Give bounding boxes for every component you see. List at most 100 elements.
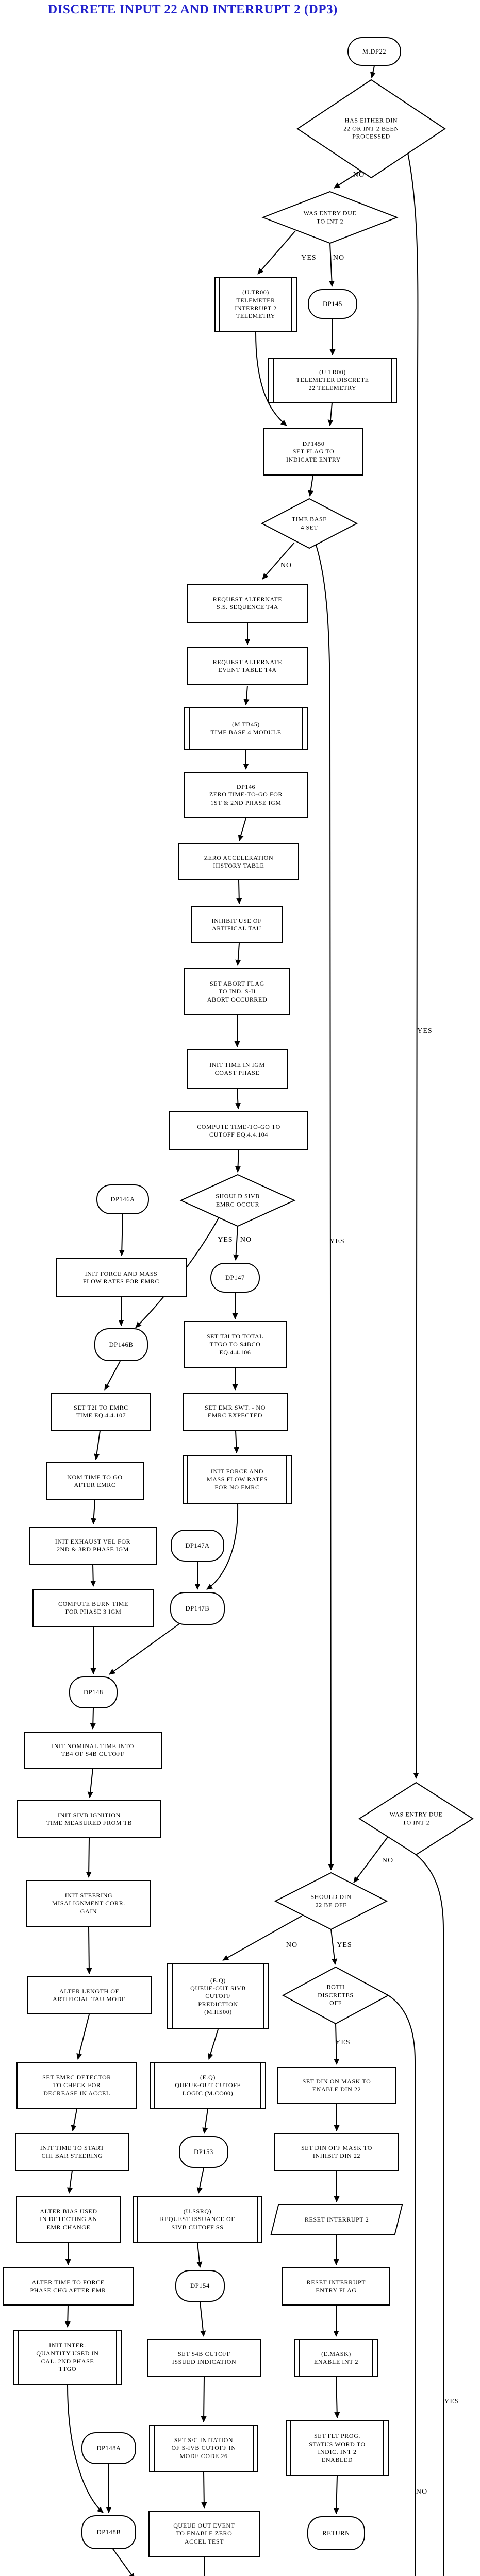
edge-n05-n06 [327,402,334,426]
decision-should-sivb-emrc: SHOULD SIVB EMRC OCCUR [216,1192,260,1208]
process-set-din-off-mask-inhibit: SET DIN OFF MASK TO INHIBIT DIN 22 [274,2133,399,2171]
terminal-dp146a: DP146A [96,1184,149,1214]
branch-label-d2-yes: YES [301,254,317,262]
predef-sc-initation-sivb-cutoff: SET S/C INITATION OF S-IVB CUTOFF IN MOD… [149,2425,258,2472]
edge-n16-d4 [235,1150,241,1173]
terminal-dp147a: DP147A [171,1530,224,1562]
decision-was-entry-int2-right-shape [358,1782,474,1856]
edge-n54-n57 [334,2377,340,2418]
process-alter-time-force-phase-chg: ALTER TIME TO FORCE PHASE CHG AFTER EMR [3,2267,134,2306]
terminal-dp148: DP148 [69,1676,118,1708]
branch-label-d7-no: NO [416,2488,428,2496]
branch-label-d5-yes: YES [444,2398,459,2405]
edge-n44-n47 [196,2167,204,2194]
predef-init-inter-quantity: INIT INTER. QUANTITY USED IN CAL. 2ND PH… [13,2330,122,2385]
decision-both-discretes-off-shape [282,1966,390,2025]
edge-n21-n23 [104,1361,121,1391]
decision-should-sivb-emrc-shape [179,1174,296,1227]
predef-init-force-mass-no-emrc: INIT FORCE AND MASS FLOW RATES FOR NO EM… [183,1455,292,1504]
edge-n30-n31 [109,1620,184,1675]
process-init-steering-misalignment: INIT STEERING MISALIGNMENT CORR. GAIN [26,1880,151,1927]
process-reset-interrupt-entry-flag: RESET INTERRUPT ENTRY FLAG [282,2267,390,2306]
decision-has-either-processed-shape [296,79,446,179]
predef-queue-out-sivb-cutoff-prediction: (E.Q) QUEUE-OUT SIVB CUTOFF PREDICTION (… [167,1963,269,2029]
edge-n32-n33 [87,1768,93,1798]
process-set-t3i-total-ttgo: SET T3I TO TOTAL TTGO TO S4BCO EQ.4.4.10… [184,1321,287,1368]
decision-diamonds [179,79,474,2025]
terminal-return-1: RETURN [307,2516,365,2550]
process-set-abort-flag: SET ABORT FLAG TO IND. S-II ABORT OCCURR… [184,968,290,1015]
terminal-dp148b: DP148B [81,2515,136,2549]
branch-label-d4-no: NO [240,1236,252,1244]
decision-should-din22-off-shape [274,1872,388,1930]
edge-n18-n19 [119,1214,125,1256]
edge-n46-n49 [65,2243,71,2265]
io-reset-interrupt-2-label: RESET INTERRUPT 2 [304,2215,369,2223]
branch-label-d5-no: NO [382,1857,394,1865]
decision-was-entry-int2-right: WAS ENTRY DUE TO INT 2 [389,1810,443,1826]
process-nom-ttg-after-emrc: NOM TIME TO GO AFTER EMRC [46,1462,144,1500]
branch-label-d2-no: NO [333,254,345,262]
process-alter-bias-emr-change: ALTER BIAS USED IN DETECTING AN EMR CHAN… [16,2196,121,2243]
branch-label-d6-no: NO [286,1941,298,1949]
predef-queue-out-cutoff-logic: (E.Q) QUEUE-OUT CUTOFF LOGIC (M.CO00) [150,2062,266,2109]
terminal-dp145: DP145 [308,289,357,319]
edge-n24-n26 [233,1430,239,1453]
edge-n06-d3 [308,475,314,497]
process-alter-artificial-tau-mode: ALTER LENGTH OF ARTIFICIAL TAU MODE [27,1976,152,2014]
edges [64,65,444,2576]
edge-d6-no [222,1916,302,1961]
terminal-m-dp22: M.DP22 [347,37,401,66]
process-queue-out-event-zero-accel: QUEUE OUT EVENT TO ENABLE ZERO ACCEL TES… [148,2511,260,2557]
process-set-emr-swt: SET EMR SWT. - NO EMRC EXPECTED [183,1393,288,1431]
terminal-dp147b: DP147B [170,1592,225,1625]
predef-telemeter-interrupt2: (U.TR00) TELEMETER INTERRUPT 2 TELEMETRY [214,277,297,332]
process-zero-accel-history: ZERO ACCELERATION HISTORY TABLE [178,843,299,880]
io-reset-interrupt-2: RESET INTERRUPT 2 [270,2204,403,2235]
process-set-din-on-mask-enable: SET DIN ON MASK TO ENABLE DIN 22 [277,2067,396,2104]
edge-n52-n58 [67,2385,104,2513]
edge-n09-n10 [243,685,250,705]
edge-d1-yes [407,152,419,1779]
edge-n57-n60 [333,2476,339,2514]
predef-time-base-4-module: (M.TB45) TIME BASE 4 MODULE [184,707,308,750]
edge-n11-n12 [238,818,246,841]
branch-label-d6-yes: YES [337,1941,352,1949]
predef-request-issuance-sivb-cutoff: (U.SSRQ) REQUEST ISSUANCE OF SIVB CUTOFF… [133,2196,262,2243]
edge-n43-n46 [67,2170,73,2194]
process-set-emrc-detector: SET EMRC DETECTOR TO CHECK FOR DECREASE … [16,2062,137,2109]
edge-d5-yes [416,1854,444,2576]
branch-label-d1-no: NO [353,171,365,179]
decision-was-entry-int2: WAS ENTRY DUE TO INT 2 [303,209,357,225]
process-init-exhaust-vel: INIT EXHAUST VEL FOR 2ND & 3RD PHASE IGM [29,1527,157,1565]
decision-has-either-processed: HAS EITHER DIN 22 OR INT 2 BEEN PROCESSE… [343,116,399,140]
edge-start [370,65,376,78]
edge-n23-n25 [94,1430,101,1460]
decision-both-discretes-off: BOTH DISCRETES OFF [318,1983,354,2007]
branch-label-d1-yes: YES [417,1027,433,1035]
edge-d2-no [328,243,335,287]
edge-n03-n06 [255,332,287,426]
decision-was-entry-int2-shape [261,191,399,244]
process-init-nominal-time-tb4: INIT NOMINAL TIME INTO TB4 OF S4B CUTOFF [24,1732,162,1769]
edge-n47-n50 [196,2243,203,2268]
decision-should-din22-off: SHOULD DIN 22 BE OFF [310,1893,352,1908]
page-title: DISCRETE INPUT 22 AND INTERRUPT 2 (DP3) [48,3,338,16]
branch-label-d3-yes: YES [329,1238,345,1245]
edge-n37-n41 [208,2029,219,2060]
edge-n41-n44 [202,2109,208,2134]
edge-n50-n53 [200,2301,206,2337]
edge-d2-yes [257,230,296,275]
edge-n15-n16 [235,1088,241,1109]
edge-d7-no [388,1995,416,2576]
branch-label-d7-yes: YES [335,2039,351,2046]
process-set-t2i-emrc-time: SET T2I TO EMRC TIME EQ.4.4.107 [51,1393,151,1431]
process-init-sivb-ignition-time: INIT SIVB IGNITION TIME MEASURED FROM TB [17,1800,161,1838]
branch-label-d4-yes: YES [218,1236,233,1244]
process-compute-ttg-cutoff: COMPUTE TIME-TO-GO TO CUTOFF EQ.4.4.104 [169,1111,308,1150]
decision-time-base-4-set: TIME BASE 4 SET [291,515,327,531]
edge-n59-n62 [204,2556,205,2576]
edge-d1-no [334,170,362,189]
